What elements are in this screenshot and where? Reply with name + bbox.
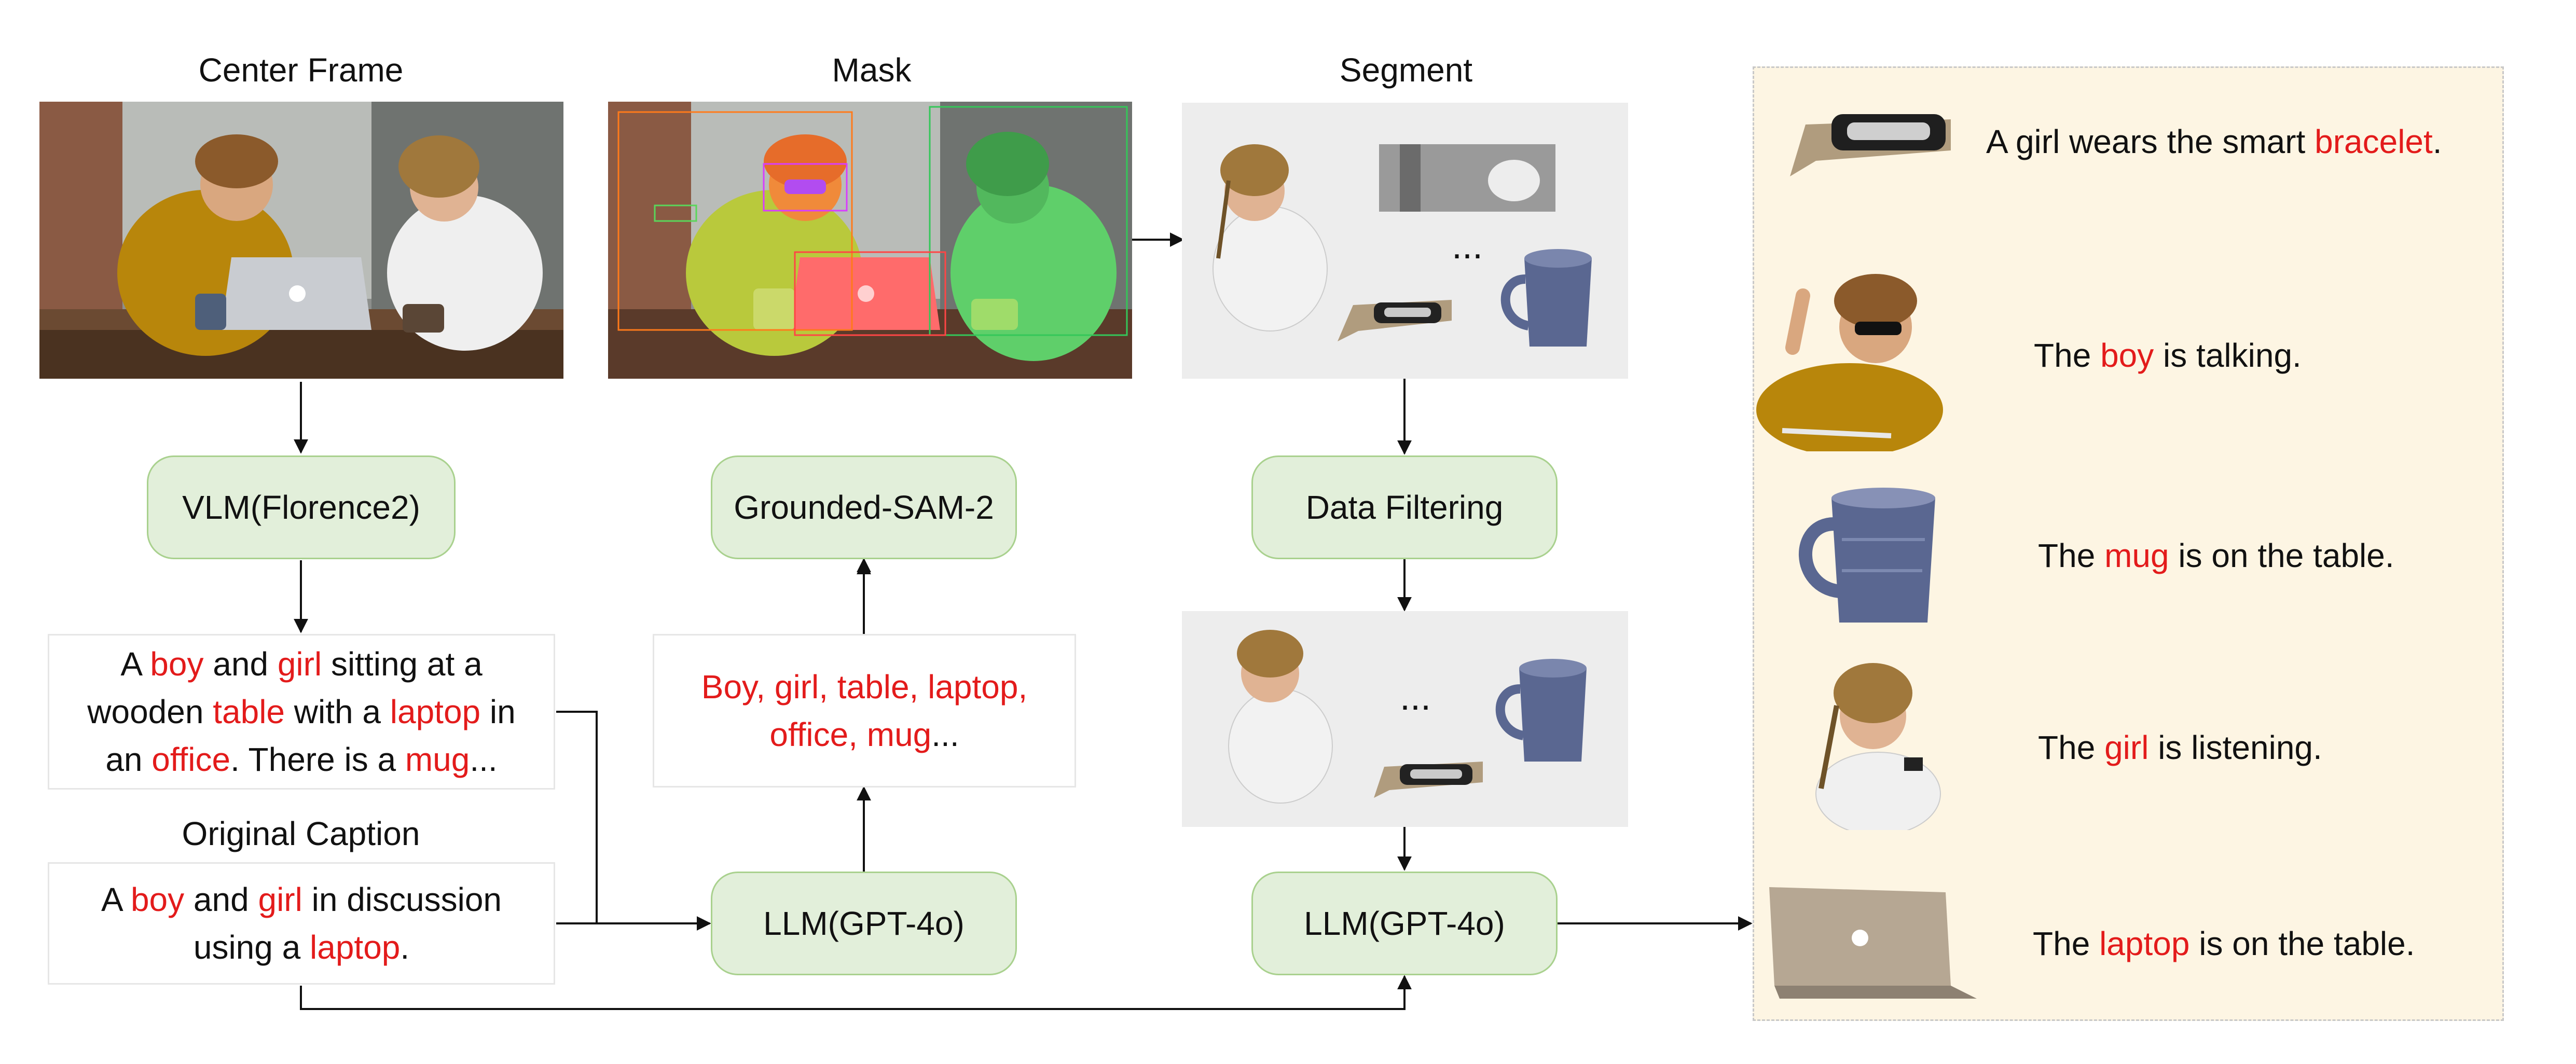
caption-text: sitting at a xyxy=(322,645,483,683)
caption-text: with a xyxy=(285,693,390,730)
caption-text: in discussion xyxy=(302,881,502,918)
highlighted-word: laptop xyxy=(390,693,481,730)
object-list-box: Boy, girl, table, laptop, office, mug... xyxy=(653,634,1076,787)
laptop-thumbnail xyxy=(1769,887,1977,999)
mask-image xyxy=(608,102,1132,379)
object-list-line: office, mug... xyxy=(701,711,1028,758)
caption-text: The xyxy=(2038,729,2105,766)
output-caption-bracelet: A girl wears the smart bracelet. xyxy=(1986,122,2442,161)
filtered-ellipsis: ... xyxy=(1400,676,1431,718)
boy-thumbnail xyxy=(1756,274,1943,451)
highlighted-word: boy xyxy=(2100,337,2154,374)
caption-text: ... xyxy=(931,716,959,753)
output-caption-mug: The mug is on the table. xyxy=(2038,536,2394,575)
segment-office-cutout xyxy=(1379,144,1555,212)
filtered-girl-cutout xyxy=(1228,630,1333,804)
center-frame-image xyxy=(39,102,563,379)
mask-title: Mask xyxy=(832,51,912,89)
highlighted-word: laptop xyxy=(310,929,401,966)
highlighted-word: girl xyxy=(258,881,302,918)
llm-gpt4o-right-node: LLM(GPT-4o) xyxy=(1251,872,1558,975)
girl-thumbnail xyxy=(1815,663,1941,830)
segment-girl-cutout xyxy=(1213,144,1328,331)
filtered-bracelet-cutout xyxy=(1374,762,1483,798)
original-caption-box: A boy and girl in discussion using a lap… xyxy=(48,862,555,985)
original-caption-title: Original Caption xyxy=(182,815,420,852)
caption-text: using a xyxy=(193,929,310,966)
mug-thumbnail xyxy=(1798,488,1935,623)
caption-text: is on the table. xyxy=(2169,537,2394,574)
highlighted-word: girl xyxy=(2104,729,2149,766)
caption-text: . xyxy=(400,929,410,966)
caption-text: A xyxy=(120,645,150,683)
caption-text: ... xyxy=(470,741,498,778)
bracelet-thumbnail xyxy=(1790,114,1951,176)
caption-text: an xyxy=(105,741,152,778)
data-filtering-node: Data Filtering xyxy=(1251,455,1558,559)
highlighted-word: girl xyxy=(277,645,322,683)
highlighted-word: boy xyxy=(130,881,185,918)
caption-text: is on the table. xyxy=(2189,925,2415,962)
caption-text: . xyxy=(2432,123,2442,160)
original-caption-line: using a laptop. xyxy=(101,923,502,971)
output-caption-boy: The boy is talking. xyxy=(2034,336,2302,375)
caption-text: and xyxy=(203,645,278,683)
segment-panel: ... xyxy=(1182,103,1628,379)
vlm-caption-line: A boy and girl sitting at a xyxy=(87,640,515,688)
segment-mug-cutout xyxy=(1500,249,1592,347)
segment-bracelet-cutout xyxy=(1338,300,1452,341)
highlighted-word: Boy, girl, table, laptop, xyxy=(701,668,1028,706)
caption-text: is listening. xyxy=(2148,729,2322,766)
llm-gpt4o-left-node: LLM(GPT-4o) xyxy=(711,872,1017,975)
caption-text: The xyxy=(2034,337,2101,374)
caption-text: and xyxy=(184,881,258,918)
output-caption-girl: The girl is listening. xyxy=(2038,728,2322,767)
highlighted-word: office, mug xyxy=(769,716,932,753)
center-frame-title: Center Frame xyxy=(198,51,404,89)
highlighted-word: mug xyxy=(405,741,470,778)
caption-text: in xyxy=(480,693,516,730)
highlighted-word: laptop xyxy=(2099,925,2190,962)
highlighted-word: office xyxy=(151,741,231,778)
caption-text: A xyxy=(101,881,131,918)
highlighted-word: mug xyxy=(2104,537,2169,574)
caption-text: is talking. xyxy=(2154,337,2302,374)
vlm-florence2-node: VLM(Florence2) xyxy=(147,455,456,559)
caption-text: A girl wears the smart xyxy=(1986,123,2315,160)
caption-text: . There is a xyxy=(230,741,405,778)
highlighted-word: bracelet xyxy=(2315,123,2433,160)
caption-text: wooden xyxy=(87,693,213,730)
highlighted-word: table xyxy=(213,693,285,730)
output-caption-laptop: The laptop is on the table. xyxy=(2033,924,2415,963)
object-list-line: Boy, girl, table, laptop, xyxy=(701,663,1028,711)
vlm-caption-line: an office. There is a mug... xyxy=(87,736,515,783)
vlm-caption-line: wooden table with a laptop in xyxy=(87,688,515,736)
original-caption-line: A boy and girl in discussion xyxy=(101,876,502,923)
grounded-sam-2-node: Grounded-SAM-2 xyxy=(711,455,1017,559)
filtered-mug-cutout xyxy=(1495,659,1587,762)
filtered-segment-panel: ... xyxy=(1182,611,1628,827)
caption-text: The xyxy=(2033,925,2100,962)
segment-ellipsis: ... xyxy=(1452,225,1483,267)
segment-title: Segment xyxy=(1339,51,1473,89)
caption-text: The xyxy=(2038,537,2105,574)
vlm-caption-box: A boy and girl sitting at a wooden table… xyxy=(48,634,555,790)
highlighted-word: boy xyxy=(150,645,204,683)
